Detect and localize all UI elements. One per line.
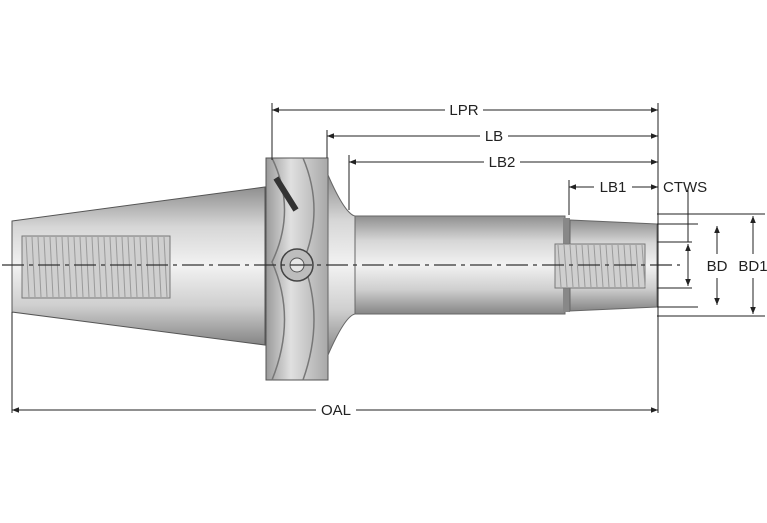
lpr-label: LPR <box>449 102 478 119</box>
nose-thread <box>554 243 646 289</box>
lb2-label: LB2 <box>489 154 516 171</box>
lb-label: LB <box>485 128 503 145</box>
extension-lines <box>11 103 765 413</box>
bd-label: BD <box>707 258 728 275</box>
flange <box>265 157 329 381</box>
taper-thread <box>21 235 171 299</box>
oal-label: OAL <box>321 402 351 419</box>
bd1-label: BD1 <box>738 258 767 275</box>
lb1-label: LB1 <box>600 179 627 196</box>
ctws-label: CTWS <box>663 179 707 196</box>
shank-body <box>354 215 566 315</box>
